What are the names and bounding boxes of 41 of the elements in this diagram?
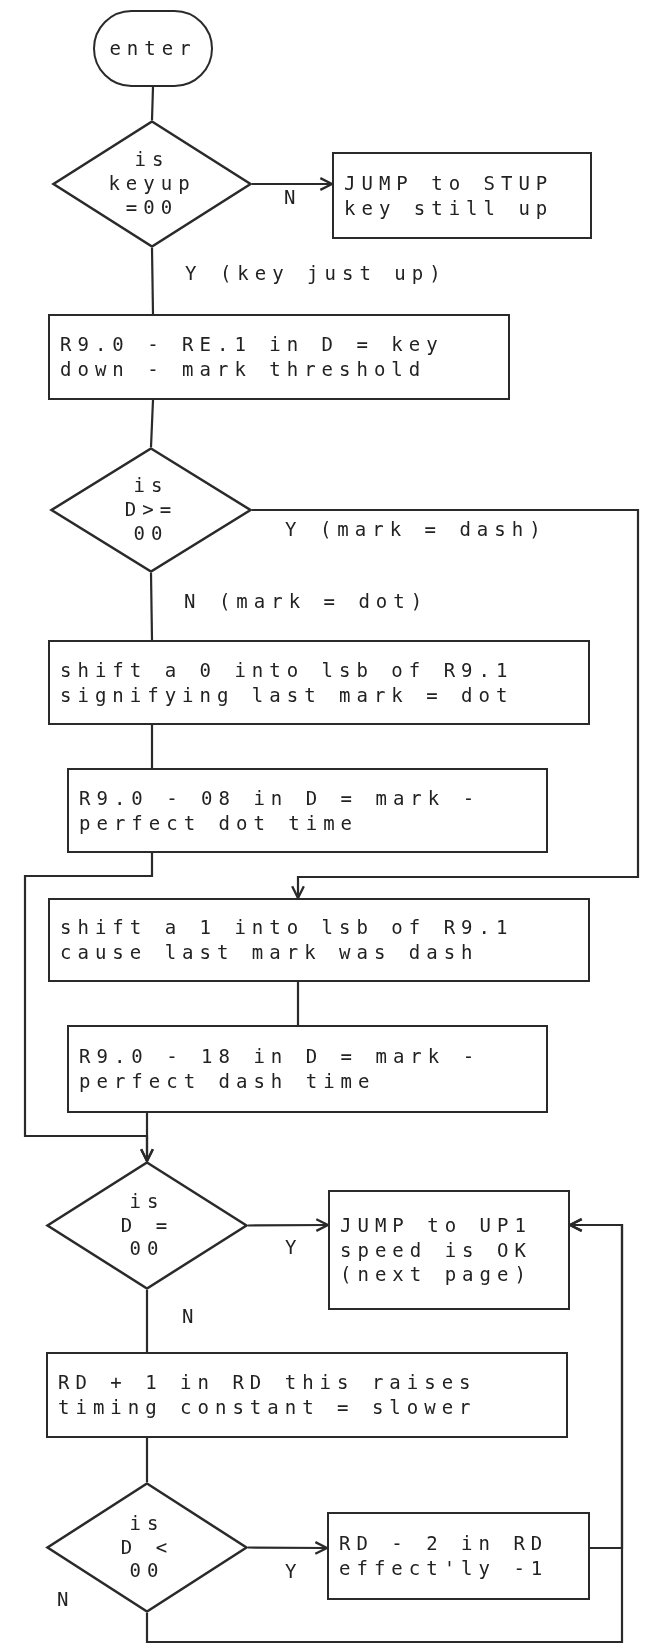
process-box [67, 768, 548, 853]
connector-line [149, 573, 154, 640]
process-text: JUMP to UP1 speed is OK (next page) [340, 1212, 533, 1288]
process-box [48, 640, 590, 725]
process-box [67, 1025, 548, 1113]
connector-line [145, 1438, 149, 1482]
terminal-text: enter [109, 36, 197, 61]
decision-diamond [52, 120, 252, 248]
connector-line [150, 248, 155, 314]
arrow [248, 1218, 330, 1233]
connector-line [150, 725, 154, 768]
decision-diamond [46, 1161, 248, 1290]
connector-line [150, 86, 155, 121]
process-text: R9.0 - 08 in D = mark - perfect dot time [79, 785, 482, 836]
process-box [46, 1352, 568, 1438]
process-text: shift a 1 into lsb of R9.1 cause last mark was dash [60, 915, 515, 965]
process-text: JUMP to STUP key still up [344, 170, 555, 221]
connector-line [145, 1290, 149, 1352]
decision-text: is D = 00 [119, 1189, 175, 1262]
process-box [328, 1190, 570, 1310]
process-box [332, 152, 592, 239]
process-text: RD - 2 in RD effect'ly -1 [339, 1531, 550, 1581]
connector-line [296, 982, 300, 1025]
arrow [140, 1113, 154, 1163]
connector-line [149, 399, 155, 448]
process-text: R9.0 - 18 in D = mark - perfect dash time [79, 1044, 482, 1094]
decision-diamond [50, 447, 252, 573]
arrow [248, 1540, 329, 1555]
decision-text: is keyup =00 [107, 148, 197, 220]
arrow [252, 177, 334, 191]
process-text: shift a 0 into lsb of R9.1 signifying last mark = dot [60, 657, 515, 708]
process-text: R9.0 - RE.1 in D = key down - mark threshold [60, 332, 445, 382]
arrow [252, 508, 640, 900]
process-box [48, 314, 510, 400]
process-box [327, 1512, 590, 1600]
process-text: RD + 1 in RD this raises timing constant = slower [58, 1370, 478, 1420]
decision-text: is D>= 00 [123, 474, 179, 546]
process-box [48, 898, 590, 982]
decision-diamond [46, 1482, 248, 1613]
arrow [145, 1218, 624, 1644]
decision-text: is D < 00 [119, 1511, 175, 1584]
